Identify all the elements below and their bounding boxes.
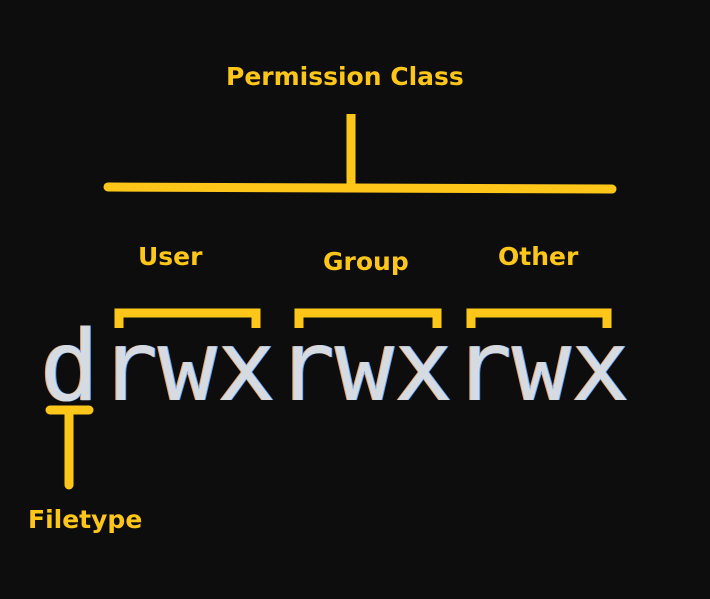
group-bracket — [294, 308, 442, 328]
permission-class-bar — [103, 182, 617, 194]
permission-string: drwxrwxrwx — [40, 318, 630, 416]
other-permissions: rwx — [453, 310, 631, 424]
user-permissions: rwx — [99, 310, 277, 424]
group-permissions: rwx — [276, 310, 454, 424]
filetype-char: d — [40, 310, 100, 424]
filetype-label: Filetype — [28, 505, 143, 534]
other-label: Other — [498, 242, 579, 271]
group-label: Group — [323, 247, 409, 276]
other-bracket — [466, 308, 612, 328]
user-label: User — [138, 242, 203, 271]
user-bracket — [114, 308, 261, 328]
permission-class-label: Permission Class — [226, 62, 464, 91]
